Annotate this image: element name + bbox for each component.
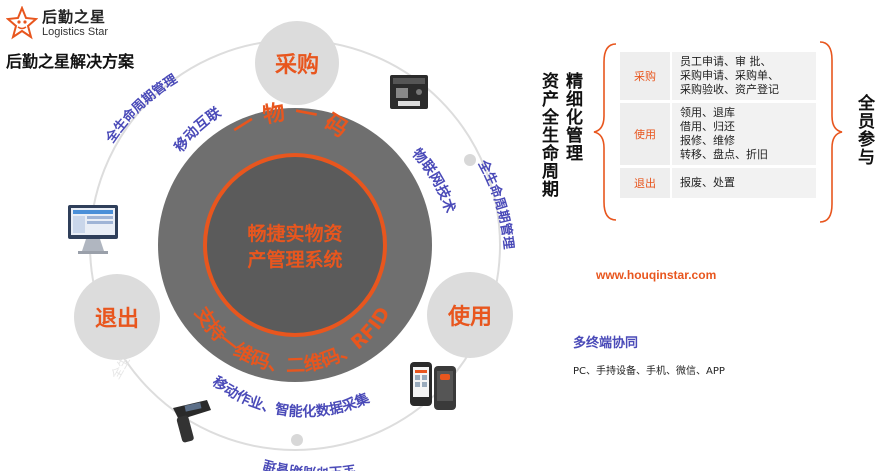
center-disc — [207, 157, 383, 333]
table-row: 退出 报废、处置 — [620, 168, 816, 198]
stage-purchase-bubble — [255, 21, 339, 105]
stage-purchase-label: 采购 — [275, 52, 319, 78]
left-brace — [593, 43, 617, 221]
row-category: 采购 — [634, 70, 656, 83]
lifecycle-label-bottom: 全生命周期管理 — [262, 456, 358, 471]
lifecycle-vertical-title: 资产全生命周期 — [538, 72, 558, 198]
row-item: 领用、退库 — [680, 106, 735, 119]
row-items: 报废、处置 — [670, 168, 816, 198]
stage-exit-label: 退出 — [95, 307, 139, 332]
stage-exit-bubble — [74, 274, 160, 360]
fine-management-vertical-title: 精细化管理 — [562, 72, 582, 162]
lifecycle-label-left: 全生命周期管理 — [102, 72, 180, 147]
lifecycle-label-right: 全生命周期管理 — [474, 157, 515, 250]
desktop-pc-icon — [68, 205, 118, 254]
ring-dot — [291, 434, 303, 446]
logo-mascot-icon — [6, 6, 38, 40]
row-item: 员工申请、审 批、 — [680, 55, 772, 68]
multi-terminal-title: 多终端协同 — [573, 336, 639, 351]
table-row: 使用 领用、退库 借用、归还 报修、维修 转移、盘点、折旧 — [620, 103, 816, 165]
handheld-scanner-icon — [173, 400, 211, 443]
right-brace — [819, 41, 843, 223]
row-items: 员工申请、审 批、 采购申请、采购单、 采购验收、资产登记 — [670, 52, 816, 100]
center-title-line-2: 产管理系统 — [247, 248, 342, 271]
row-category: 使用 — [634, 128, 656, 141]
row-item: 报废、处置 — [680, 176, 735, 189]
row-category: 退出 — [634, 177, 656, 190]
row-item: 采购验收、资产登记 — [680, 83, 779, 96]
logo-name-en: Logistics Star — [42, 26, 109, 38]
stage-use-bubble — [427, 272, 513, 358]
logo: 后勤之星 Logistics Star — [6, 4, 126, 44]
lifecycle-diagram: 一 物 一 码 支持一维码、二维码、RFID 畅捷实物资 产管理系统 移动互联 … — [68, 21, 515, 471]
website-link[interactable]: www.houqinstar.com — [596, 268, 717, 282]
logo-name-cn: 后勤之星 — [42, 8, 107, 26]
multi-terminal-desc: PC、手持设备、手机、微信、APP — [573, 366, 725, 377]
row-item: 采购申请、采购单、 — [680, 69, 779, 82]
row-item: 报修、维修 — [680, 134, 735, 147]
solution-title: 后勤之星解决方案 — [6, 52, 135, 71]
ring-dot — [464, 154, 476, 166]
stage-detail-table: 采购 员工申请、审 批、 采购申请、采购单、 采购验收、资产登记 使用 领用、退… — [620, 52, 816, 201]
row-item: 借用、归还 — [680, 120, 735, 133]
label-printer-icon — [390, 75, 428, 109]
row-items: 领用、退库 借用、归还 报修、维修 转移、盘点、折旧 — [670, 103, 816, 165]
all-staff-vertical-title: 全员参与 — [854, 94, 874, 166]
row-item: 转移、盘点、折旧 — [680, 148, 768, 161]
stage-use-label: 使用 — [447, 305, 492, 330]
table-row: 采购 员工申请、审 批、 采购申请、采购单、 采购验收、资产登记 — [620, 52, 816, 100]
rugged-phone-icon — [410, 362, 456, 410]
center-title-line-1: 畅捷实物资 — [247, 222, 342, 245]
